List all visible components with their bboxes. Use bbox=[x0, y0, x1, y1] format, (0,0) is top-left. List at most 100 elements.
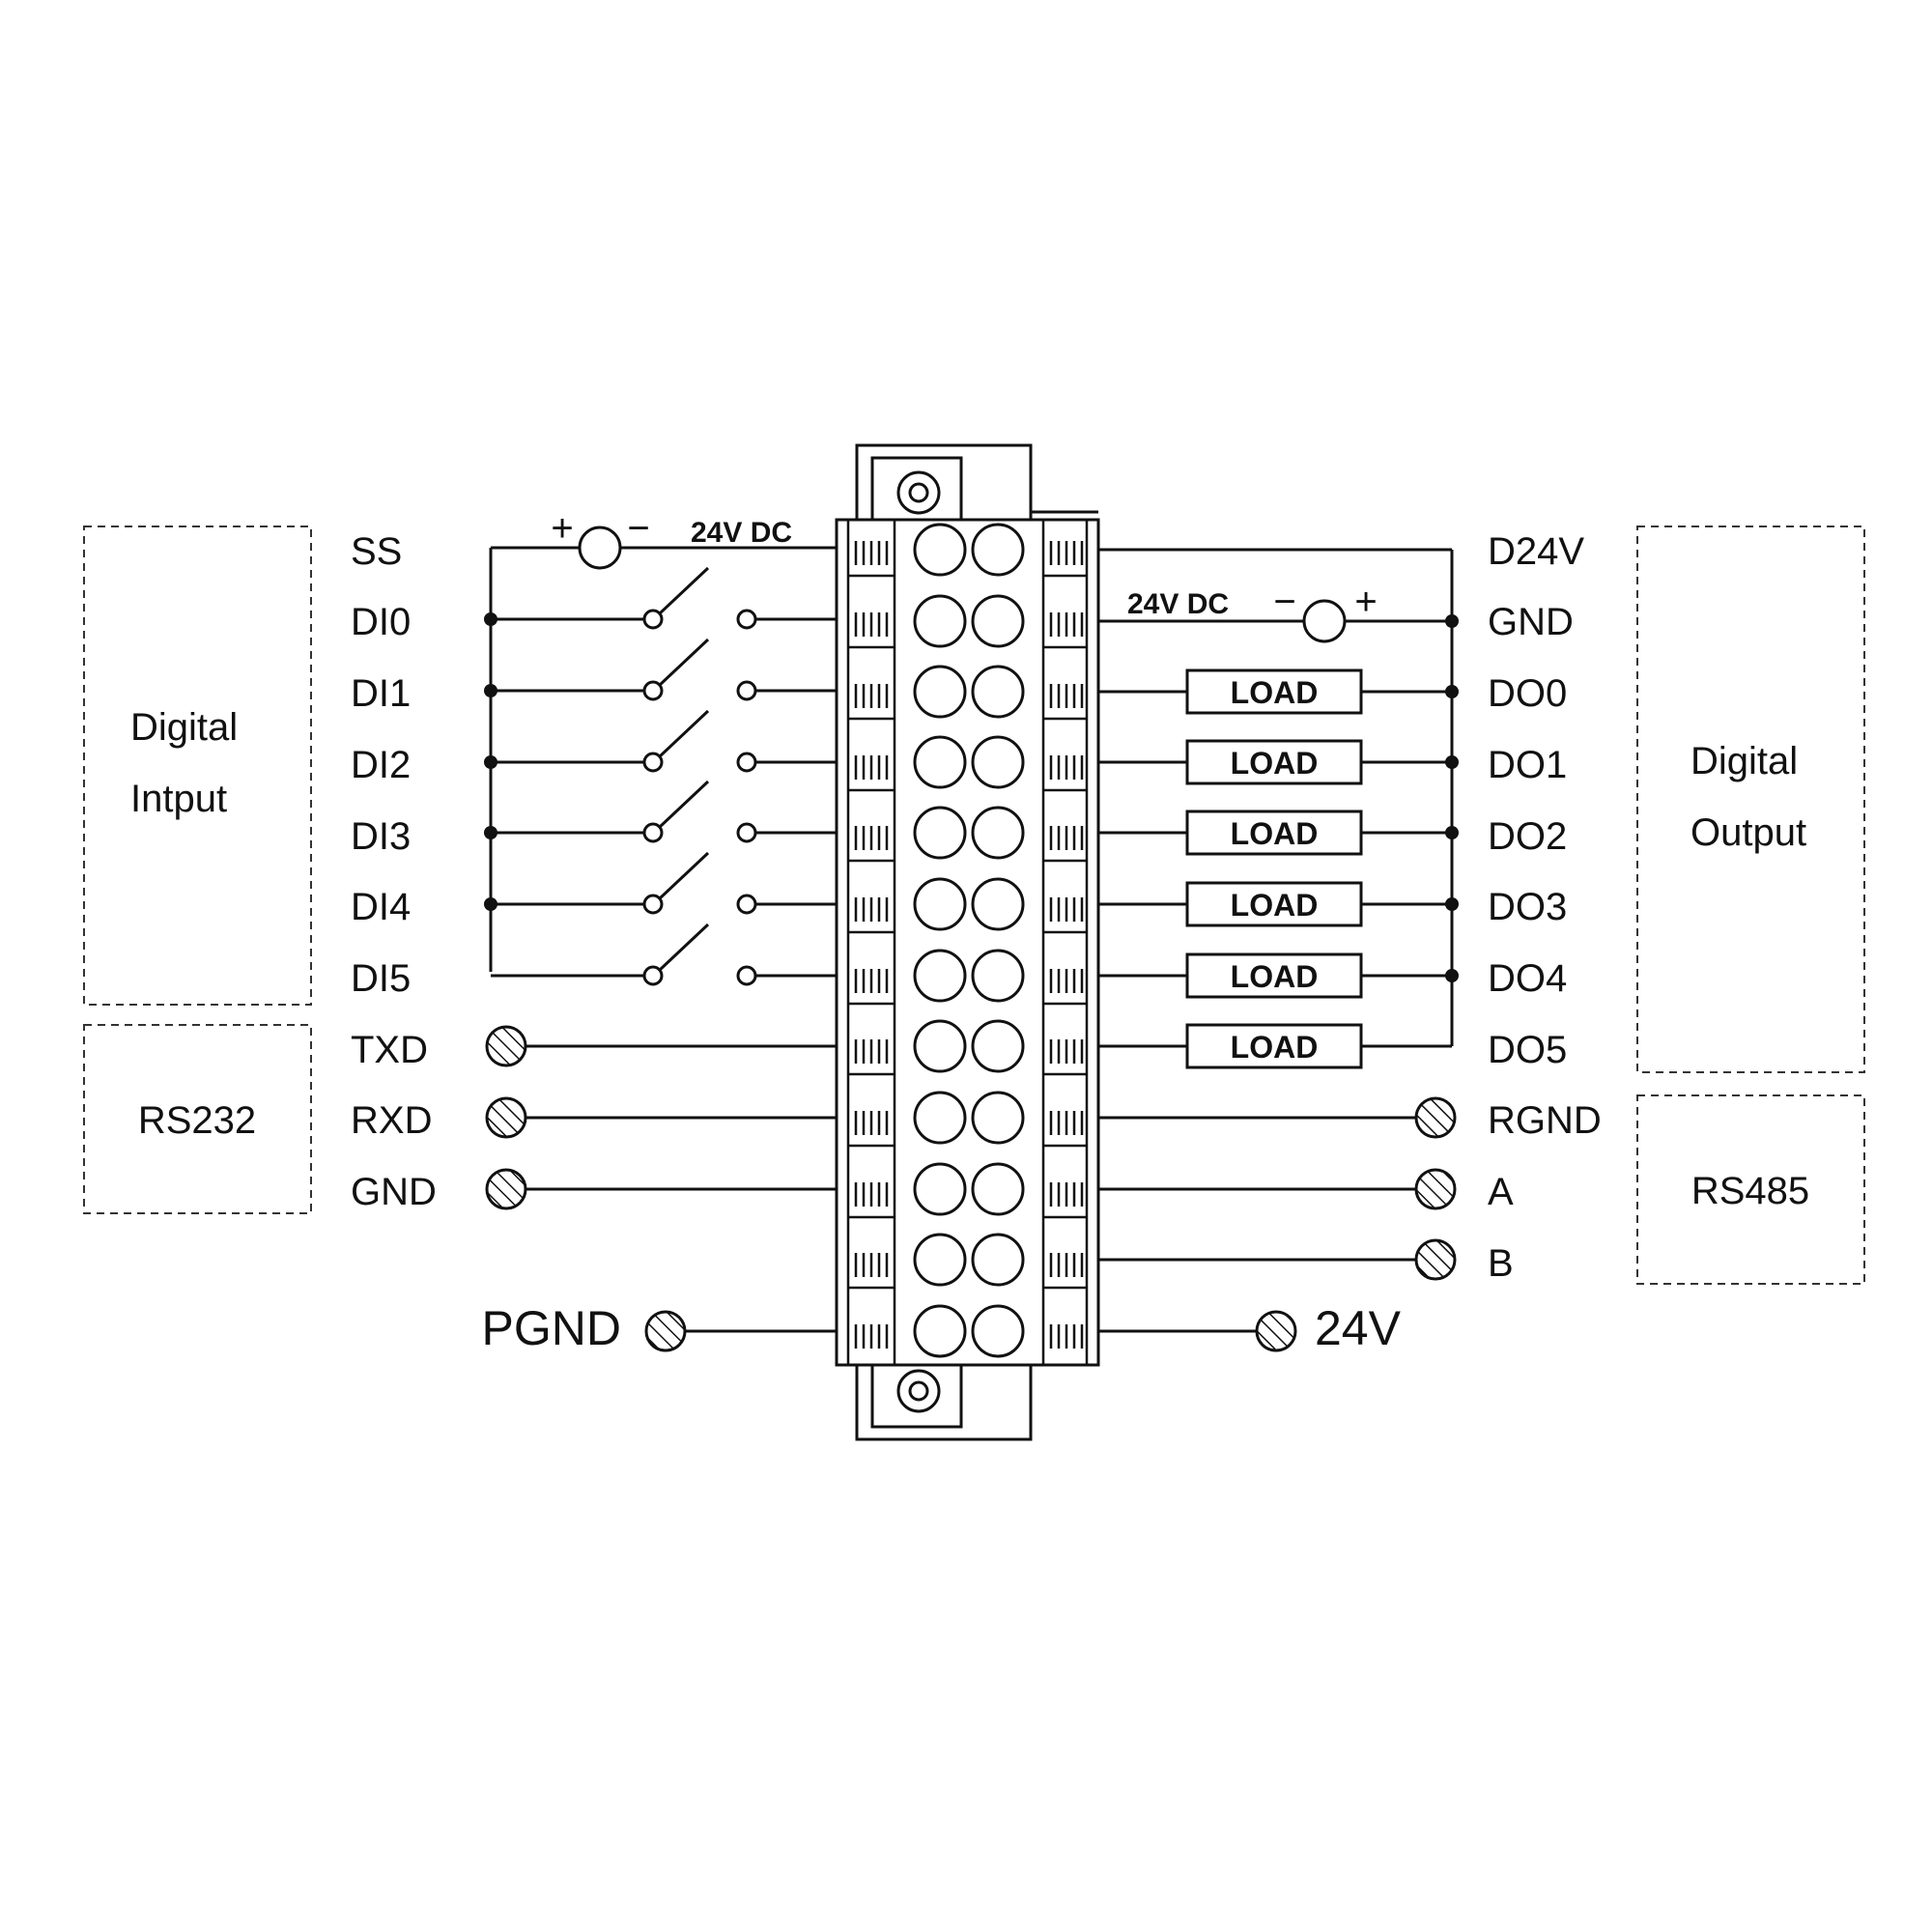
terminal-label-rxd: RXD bbox=[351, 1099, 432, 1142]
terminal-hole bbox=[913, 1091, 967, 1145]
load-label: LOAD bbox=[1231, 816, 1319, 851]
terminal-hole bbox=[971, 1091, 1025, 1145]
right-supply-minus: − bbox=[1273, 581, 1295, 623]
terminal-screw-icon bbox=[1414, 1096, 1457, 1139]
terminal-screw-icon bbox=[485, 1096, 527, 1139]
terminal-hole bbox=[971, 523, 1025, 577]
group-boxes bbox=[83, 526, 1865, 1285]
left-supply-source-icon bbox=[578, 526, 622, 570]
switch-di0 bbox=[491, 566, 837, 630]
left-terminal-labels: SS DI0 DI1 DI2 DI3 DI4 DI5 TXD RXD GND bbox=[351, 530, 437, 1213]
ground-terminal-icons-left bbox=[485, 1025, 687, 1352]
terminal-label-ss: SS bbox=[351, 530, 402, 573]
terminal-label-di3: DI3 bbox=[351, 815, 411, 858]
terminal-label-di1: DI1 bbox=[351, 672, 411, 715]
switch-contact-icon bbox=[736, 609, 757, 630]
rs232-box bbox=[83, 1024, 312, 1214]
pgnd-screw-icon bbox=[644, 1310, 687, 1352]
connector-body bbox=[835, 518, 1100, 1367]
terminal-hole bbox=[971, 1233, 1025, 1287]
terminal-hole bbox=[971, 877, 1025, 931]
switch-contact-icon bbox=[736, 822, 757, 843]
terminal-label-gnd-left: GND bbox=[351, 1171, 437, 1213]
terminal-hole bbox=[971, 1162, 1025, 1216]
rs232-lines bbox=[526, 1044, 837, 1333]
terminal-label-pgnd: PGND bbox=[482, 1301, 621, 1355]
terminal-hole bbox=[913, 877, 967, 931]
terminal-hole bbox=[971, 735, 1025, 789]
terminal-hole bbox=[913, 594, 967, 648]
terminal-label-do1: DO1 bbox=[1488, 744, 1567, 786]
switch-contact-icon bbox=[642, 752, 664, 773]
terminal-screw-icon bbox=[1414, 1238, 1457, 1281]
terminal-label-24v: 24V bbox=[1315, 1301, 1402, 1355]
right-terminal-labels: D24V GND DO0 DO1 DO2 DO3 DO4 DO5 RGND A … bbox=[1488, 530, 1602, 1285]
rs485-label: RS485 bbox=[1691, 1170, 1809, 1212]
right-supply-plus: + bbox=[1354, 581, 1377, 623]
switch-contact-icon bbox=[642, 609, 664, 630]
terminal-hole bbox=[913, 523, 967, 577]
load-labels: LOAD LOAD LOAD LOAD LOAD LOAD bbox=[1231, 675, 1319, 1065]
switch-di2 bbox=[491, 709, 837, 773]
right-supply-label: 24V DC bbox=[1127, 588, 1229, 620]
switch-contact-icon bbox=[736, 752, 757, 773]
terminal-label-b: B bbox=[1488, 1242, 1514, 1285]
load-label: LOAD bbox=[1231, 746, 1319, 781]
rs485-box bbox=[1636, 1094, 1865, 1285]
terminal-label-di0: DI0 bbox=[351, 601, 411, 643]
switch-contact-icon bbox=[642, 680, 664, 701]
terminal-hole bbox=[971, 806, 1025, 860]
load-box-do5 bbox=[1185, 1023, 1363, 1069]
terminal-hole bbox=[913, 665, 967, 719]
switch-contact-icon bbox=[736, 965, 757, 986]
left-supply-minus: − bbox=[627, 507, 649, 550]
left-supply-label: 24V DC bbox=[691, 517, 792, 549]
rs232-label: RS232 bbox=[138, 1099, 256, 1142]
switch-contact-icon bbox=[736, 680, 757, 701]
terminal-label-di4: DI4 bbox=[351, 886, 411, 928]
load-label: LOAD bbox=[1231, 888, 1319, 923]
terminal-label-do2: DO2 bbox=[1488, 815, 1567, 858]
load-box-do3 bbox=[1185, 881, 1363, 927]
terminal-screw-icon bbox=[485, 1168, 527, 1210]
switch-contact-icon bbox=[642, 965, 664, 986]
terminal-hole bbox=[913, 1162, 967, 1216]
terminal-label-di2: DI2 bbox=[351, 744, 411, 786]
load-boxes bbox=[1185, 668, 1363, 1069]
terminal-hole bbox=[913, 806, 967, 860]
terminal-hole bbox=[913, 735, 967, 789]
ground-terminal-icons-right bbox=[1255, 1096, 1457, 1352]
terminal-block-details bbox=[846, 520, 1089, 1365]
terminal-screw-icon bbox=[1414, 1168, 1457, 1210]
digital-input-box bbox=[83, 526, 312, 1006]
right-wiring bbox=[1098, 548, 1454, 1333]
right-junction-dots bbox=[1445, 614, 1459, 982]
load-label: LOAD bbox=[1231, 675, 1319, 710]
power-screw-icon bbox=[1255, 1310, 1297, 1352]
terminal-block bbox=[835, 443, 1100, 1441]
switch-di5 bbox=[491, 923, 837, 986]
load-box-do4 bbox=[1185, 952, 1363, 999]
switch-contact-icon bbox=[736, 894, 757, 915]
load-label: LOAD bbox=[1231, 1030, 1319, 1065]
left-supply-plus: + bbox=[551, 507, 573, 550]
terminal-hole bbox=[913, 1304, 967, 1358]
right-supply-source-icon bbox=[1302, 599, 1347, 643]
load-box-do2 bbox=[1185, 810, 1363, 856]
terminal-hole bbox=[913, 1233, 967, 1287]
terminal-hole bbox=[971, 1019, 1025, 1073]
switch-di3 bbox=[491, 780, 837, 843]
terminal-label-do5: DO5 bbox=[1488, 1029, 1567, 1071]
terminal-hole bbox=[971, 1304, 1025, 1358]
terminal-label-a: A bbox=[1488, 1171, 1514, 1213]
terminal-label-d24v: D24V bbox=[1488, 530, 1584, 573]
terminal-label-txd: TXD bbox=[351, 1029, 428, 1071]
terminal-screw-icon bbox=[485, 1025, 527, 1067]
terminal-label-di5: DI5 bbox=[351, 957, 411, 1000]
load-box-do1 bbox=[1185, 739, 1363, 785]
terminal-hole bbox=[971, 594, 1025, 648]
terminal-label-rgnd: RGND bbox=[1488, 1099, 1602, 1142]
terminal-hole bbox=[913, 949, 967, 1003]
input-switches bbox=[491, 566, 837, 986]
